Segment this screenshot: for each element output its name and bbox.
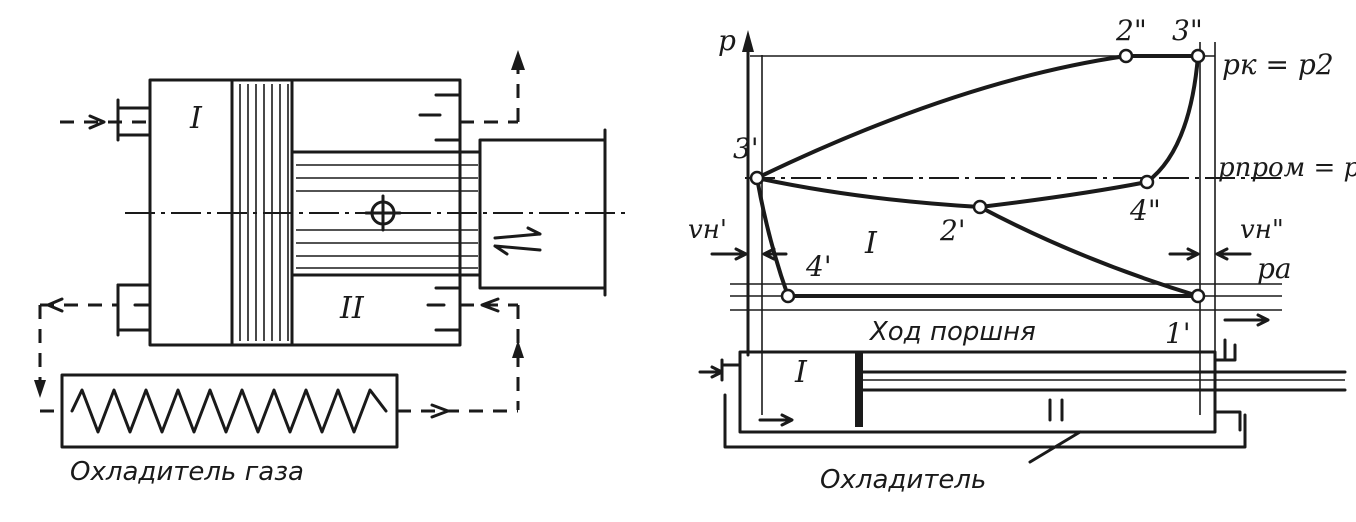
discharge-valve-stage-2	[418, 50, 525, 152]
cylinder-discharge-valve	[1213, 338, 1237, 362]
indicator-diagram: p 2" 3" 3' 4" 2' 4' 1' I	[688, 14, 1356, 495]
label-3p: 3'	[733, 132, 759, 165]
label-2p: 2'	[939, 214, 966, 247]
label-vn-double: vн"	[1240, 215, 1284, 245]
two-stage-compressor-schematic: I II Охладитель газа	[34, 50, 625, 487]
cylinder-label: I	[794, 355, 808, 390]
stroke-label: Ход поршня	[868, 317, 1036, 347]
point-3p	[749, 170, 765, 186]
label-pprom: pпром = p'2	[1218, 153, 1356, 183]
label-pa: pa	[1257, 252, 1292, 285]
suction-valve-stage-2	[426, 278, 524, 410]
label-pk-p2: pк = p2	[1222, 48, 1334, 81]
cylinder	[738, 350, 1217, 434]
compression-curve-2pp	[755, 54, 1128, 180]
suction-valve-stage-1	[60, 98, 152, 142]
p-axis-label: p	[718, 24, 736, 57]
label-1p: 1'	[1165, 317, 1191, 350]
label-4pp: 4"	[1129, 194, 1161, 227]
cylinder-lower-valve	[1213, 410, 1242, 432]
stage-1-label: I	[189, 101, 203, 136]
cooler-caption: Охладитель	[820, 465, 986, 495]
region-label: I	[864, 226, 878, 261]
label-vn-prime: vн'	[688, 215, 727, 245]
label-4p: 4'	[805, 250, 832, 283]
cooler-line	[723, 393, 1247, 449]
point-2pp	[1118, 48, 1134, 64]
motion-arrows	[493, 226, 542, 256]
stage-1-compression	[755, 176, 1149, 210]
discharge-valve-stage-1	[34, 283, 152, 398]
gas-cooler-caption: Охладитель газа	[70, 457, 304, 487]
point-2p	[972, 199, 988, 215]
stage-1-curve-2p-1p	[978, 205, 1200, 298]
point-3pp	[1190, 48, 1206, 64]
vn-double-arrows	[1168, 247, 1252, 261]
piston	[855, 352, 863, 427]
cooler-coil	[70, 388, 388, 434]
rod-hatching	[296, 164, 478, 269]
label-3pp: 3"	[1172, 14, 1203, 47]
point-1p	[1190, 288, 1206, 304]
label-2pp: 2"	[1115, 14, 1147, 47]
point-4p	[780, 288, 796, 304]
vn-prime-arrows	[710, 247, 788, 261]
point-4pp	[1139, 174, 1155, 190]
expansion-curve-3pp-4pp	[1145, 54, 1200, 184]
reexpansion-curve	[755, 176, 790, 298]
cylinder-suction-valve	[698, 358, 742, 382]
stage-2-label: II	[339, 291, 365, 326]
